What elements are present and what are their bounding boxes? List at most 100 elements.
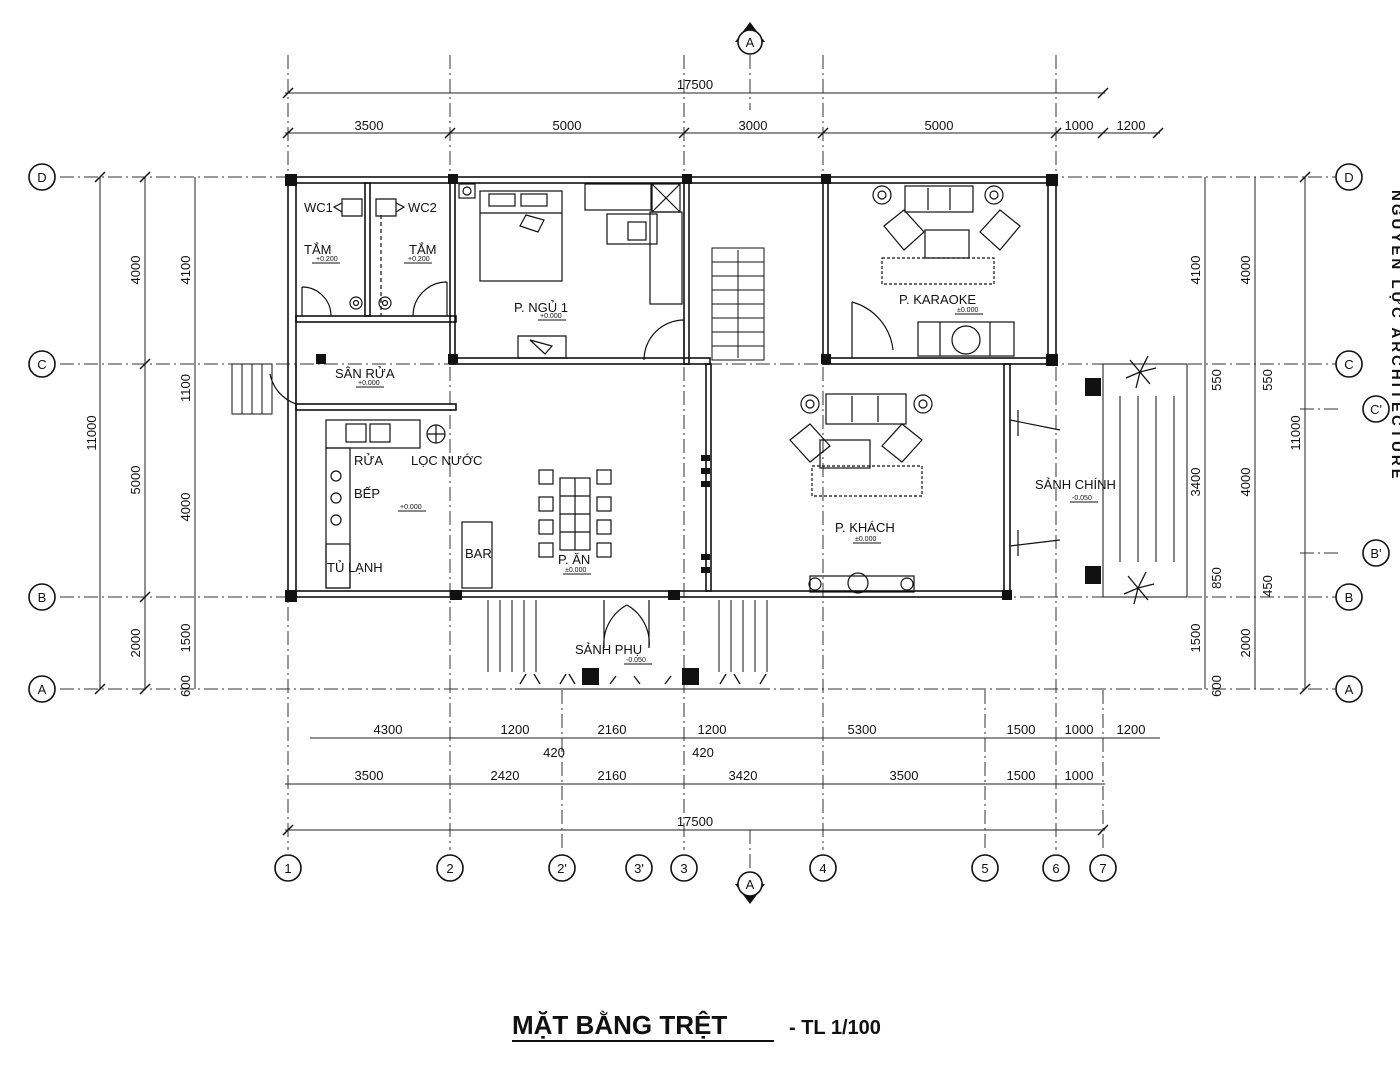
- dim-top-6: 1200: [1117, 118, 1146, 133]
- section-marker-top: A: [735, 22, 765, 55]
- axis-label-d-right: D: [1344, 170, 1353, 185]
- room-labels: WC1 WC2 TẮM TẮM P. NGỦ 1 P. KARAOKE SÂN …: [304, 200, 1116, 657]
- dim-b2-4: 3420: [729, 768, 758, 783]
- dining-wall-vents: [701, 455, 710, 573]
- drawing-title: MẶT BẰNG TRỆT - TL 1/100: [512, 1010, 881, 1042]
- dim-right-m1: 550: [1260, 369, 1275, 391]
- title-scale: - TL 1/100: [789, 1017, 881, 1039]
- label-rua: RỬA: [354, 453, 383, 468]
- dim-right-i4: 850: [1209, 567, 1224, 589]
- dimensions-bottom: 4300 1200 2160 1200 5300 1500 1000 1200 …: [355, 722, 1146, 829]
- main-entry-steps: [1102, 363, 1188, 598]
- toilet-wc1: [332, 198, 363, 217]
- axis-label-2: 2: [446, 861, 453, 876]
- dim-right-m4: 2000: [1238, 629, 1253, 658]
- axis-label-a-right: A: [1345, 682, 1354, 697]
- label-p-karaoke: P. KARAOKE: [899, 292, 976, 307]
- axis-bubbles-bottom: [274, 854, 1117, 882]
- dimensions-top: 17500 3500 5000 3000 5000 1000 1200: [355, 77, 1146, 133]
- label-sanh-phu: SẢNH PHỤ: [575, 642, 642, 657]
- dim-b2-3: 2160: [598, 768, 627, 783]
- level-sanh-phu: -0.050: [626, 657, 646, 664]
- dim-left-i5: 600: [178, 675, 193, 697]
- dim-b1-2: 1200: [501, 722, 530, 737]
- dim-b1-8: 1200: [1117, 722, 1146, 737]
- label-p-an: P. ĂN: [558, 552, 590, 567]
- dim-b1-7: 1000: [1065, 722, 1094, 737]
- kitchen-counter: [325, 419, 493, 589]
- dim-right-m3: 450: [1260, 575, 1275, 597]
- label-tam1: TẮM: [304, 242, 331, 257]
- dim-right-total: 11000: [1288, 415, 1303, 450]
- svg-text:A: A: [746, 35, 755, 50]
- axis-label-1: 1: [284, 861, 291, 876]
- dim-top-1: 3500: [355, 118, 384, 133]
- axis-label-cp-right: C': [1370, 402, 1382, 417]
- dimension-lines: [99, 92, 1306, 831]
- dim-top-4: 5000: [925, 118, 954, 133]
- axis-label-c-left: C: [37, 357, 46, 372]
- axis-label-4: 4: [819, 861, 826, 876]
- svg-text:A: A: [746, 877, 755, 892]
- bedroom-sofa: [517, 335, 567, 359]
- living-room-furniture: [789, 393, 933, 594]
- level-san-rua: +0.000: [358, 380, 380, 387]
- title-main: MẶT BẰNG TRỆT: [512, 1010, 727, 1040]
- level-marks: [312, 262, 1098, 665]
- washbasins: [349, 296, 392, 310]
- watermark: NGUYÊN LỰC ARCHITECTURE: [1388, 190, 1400, 482]
- dim-b2-1: 3500: [355, 768, 384, 783]
- dim-b2-2: 2420: [491, 768, 520, 783]
- dim-b1-1: 4300: [374, 722, 403, 737]
- wardrobe: [584, 183, 683, 305]
- dim-right-o1: 4000: [1238, 256, 1253, 285]
- toilet-wc2: [375, 198, 406, 217]
- axis-label-a-left: A: [38, 682, 47, 697]
- karaoke-furniture: [872, 185, 1021, 357]
- nightstand: [458, 183, 476, 199]
- axis-label-7: 7: [1099, 861, 1106, 876]
- level-karaoke: ±0.000: [957, 307, 978, 314]
- dim-top-3: 3000: [739, 118, 768, 133]
- axis-label-3p: 3': [634, 861, 644, 876]
- dim-right-i2: 550: [1209, 369, 1224, 391]
- axis-label-c-right: C: [1344, 357, 1353, 372]
- level-tam2: +0.200: [408, 256, 430, 263]
- axis-label-3: 3: [680, 861, 687, 876]
- label-wc2: WC2: [408, 200, 437, 215]
- label-bar: BAR: [465, 546, 492, 561]
- dim-left-total: 11000: [84, 415, 99, 450]
- level-sanh-chinh: -0.050: [1072, 495, 1092, 502]
- label-tu-lanh: TỦ LẠNH: [327, 560, 383, 575]
- side-steps: [231, 363, 273, 415]
- columns: [285, 174, 1101, 685]
- dim-left-i1: 4100: [178, 256, 193, 285]
- dim-small-2: 420: [692, 745, 714, 760]
- dim-left-o3: 2000: [128, 629, 143, 658]
- label-wc1: WC1: [304, 200, 333, 215]
- dim-right-i3: 3400: [1188, 468, 1203, 497]
- axis-label-d-left: D: [37, 170, 46, 185]
- dining-table: [538, 469, 612, 558]
- dim-small-1: 420: [543, 745, 565, 760]
- label-p-ngu-1: P. NGỦ 1: [514, 300, 568, 315]
- walls: [287, 176, 1057, 598]
- rear-entry-steps: [487, 600, 770, 690]
- bed: [479, 190, 563, 282]
- level-values: +0.200 +0.200 +0.000 ±0.000 +0.000 +0.00…: [316, 256, 1092, 664]
- level-p-an: ±0.000: [565, 567, 586, 574]
- level-tam1: +0.200: [316, 256, 338, 263]
- axis-bubbles-left: [28, 163, 56, 703]
- main-stairs: [711, 247, 765, 361]
- dim-b1-3: 2160: [598, 722, 627, 737]
- dimensions-left: 11000 4000 5000 2000 4100 1100 4000 1500…: [84, 256, 193, 697]
- level-p-khach: ±0.000: [855, 536, 876, 543]
- level-ngu1: +0.000: [540, 313, 562, 320]
- label-loc-nuoc: LỌC NƯỚC: [411, 453, 482, 468]
- axis-label-6: 6: [1052, 861, 1059, 876]
- dim-right-i6: 600: [1209, 675, 1224, 697]
- label-san-rua: SÂN RỬA: [335, 366, 395, 381]
- label-tam2: TẮM: [409, 242, 436, 257]
- dim-b2-5: 3500: [890, 768, 919, 783]
